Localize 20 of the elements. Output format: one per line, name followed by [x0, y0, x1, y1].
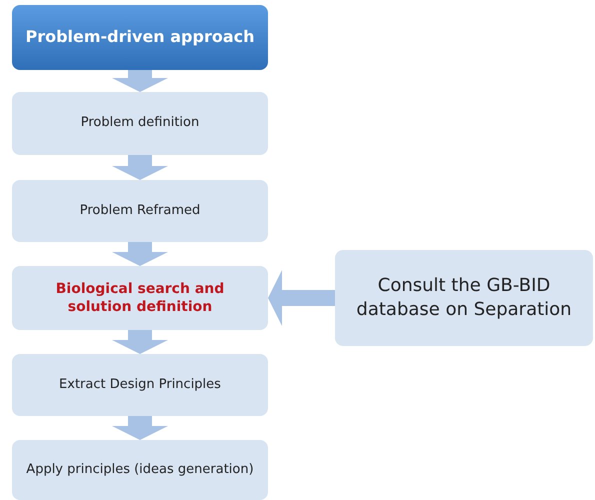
block-arrow — [112, 155, 168, 180]
process-box — [12, 266, 268, 330]
box-text: Extract Design Principles — [59, 376, 221, 394]
header-box — [12, 5, 268, 70]
box-text: Problem-driven approach — [25, 27, 255, 48]
block-arrow — [112, 416, 168, 440]
block-arrow — [112, 242, 168, 266]
process-box — [12, 92, 268, 155]
process-box — [12, 354, 268, 416]
box-text: Problem definition — [80, 114, 200, 132]
process-box — [12, 440, 268, 500]
process-box — [335, 250, 593, 346]
process-box — [12, 180, 268, 242]
box-text: Apply principles (ideas generation) — [26, 460, 254, 479]
box-text: Consult the GB-BID database on Separation — [355, 274, 573, 322]
box-text: Biological search and solution definition — [54, 280, 226, 316]
box-text: Problem Reframed — [80, 202, 200, 220]
block-arrow — [112, 70, 168, 92]
block-arrow — [268, 270, 335, 326]
block-arrow — [112, 330, 168, 354]
